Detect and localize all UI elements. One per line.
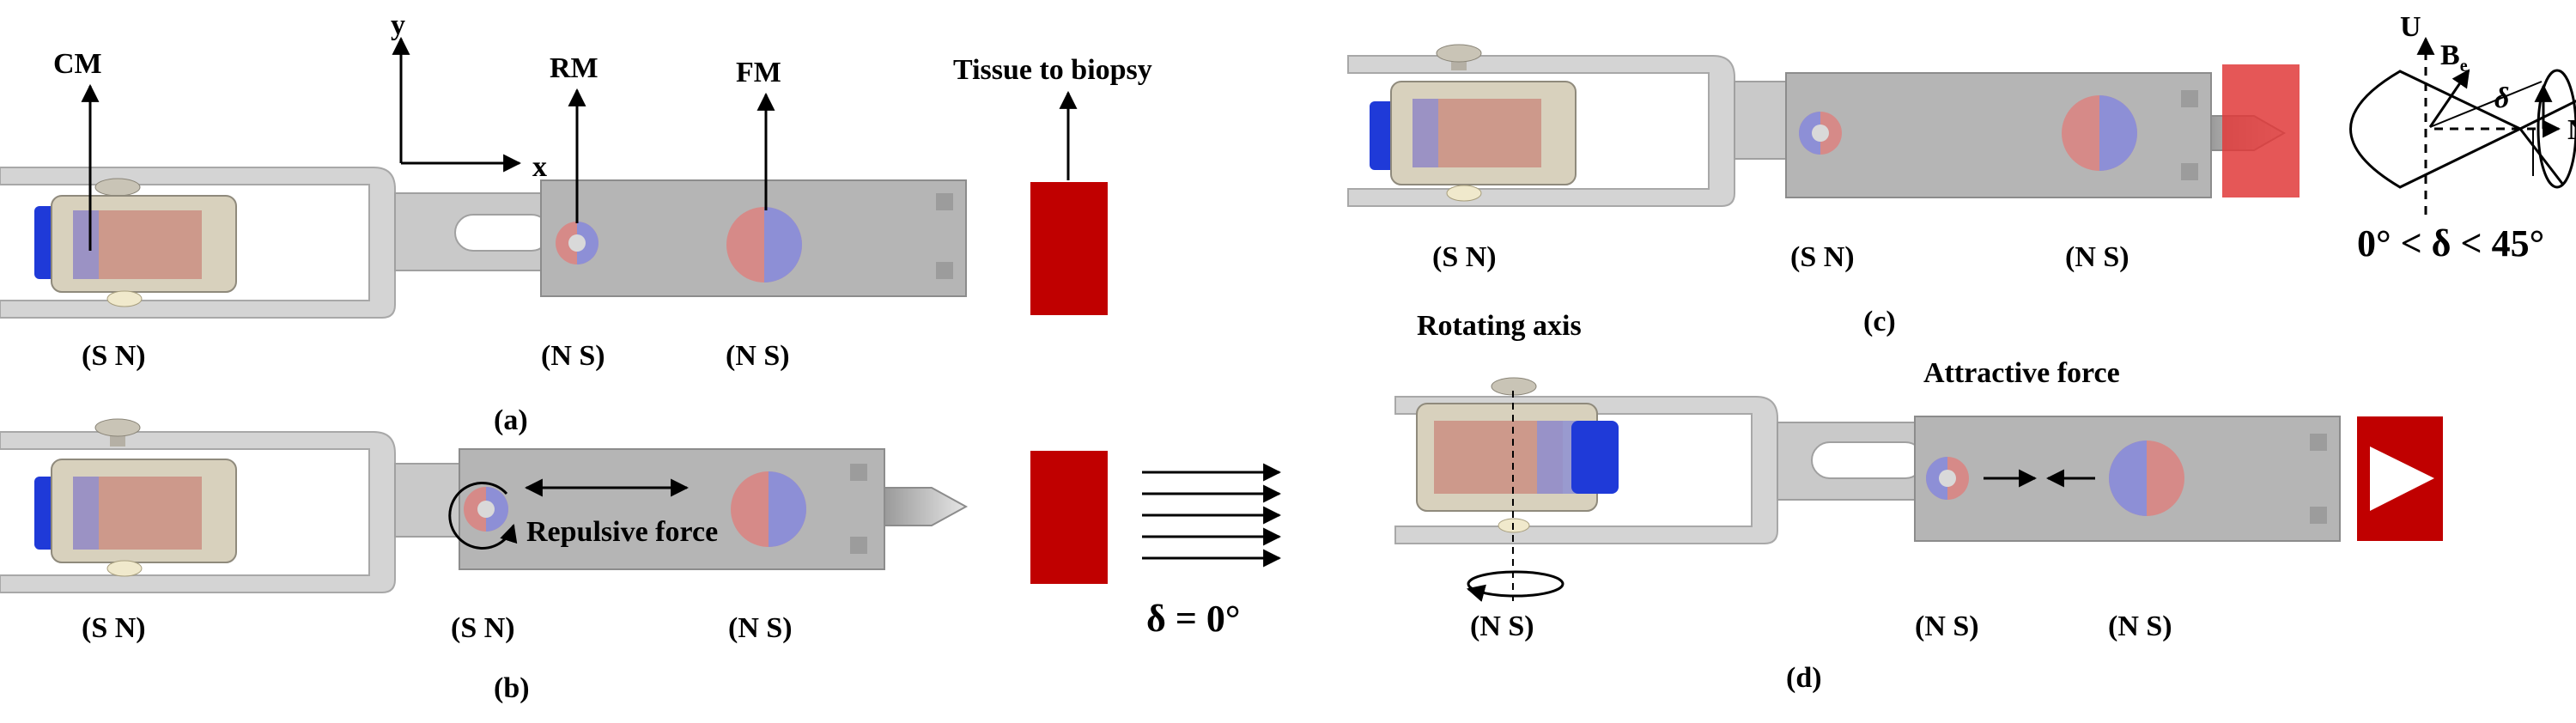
device-body <box>1785 72 2212 198</box>
tissue-block <box>1030 182 1108 315</box>
cm-pole-label: (S N) <box>82 340 146 372</box>
repulsive-force-label: Repulsive force <box>526 516 718 548</box>
panel-c-caption: (c) <box>1863 306 1896 337</box>
fixed-magnet <box>731 471 806 547</box>
rotating-magnet <box>1799 112 1842 155</box>
y-axis-label: y <box>391 9 405 41</box>
rm-pole-label: (N S) <box>541 340 605 372</box>
delta-zero-label: δ = 0° <box>1146 598 1241 640</box>
panel-a: y x CM RM FM Tissue to biopsy (S N) (N S… <box>0 9 1152 436</box>
field-lines <box>1142 463 1282 568</box>
cm-pole-label: (S N) <box>82 612 146 644</box>
rm-pole-label: (S N) <box>451 612 515 644</box>
rm-pole-label: (N S) <box>1915 611 1979 642</box>
panel-d: Attractive force Rotating axis (N S) (N … <box>1394 310 2443 694</box>
tissue-block <box>1030 451 1108 584</box>
field-cone-diagram <box>2349 36 2576 215</box>
rotation-arrow-icon <box>448 481 518 550</box>
slot <box>454 214 550 252</box>
fm-label: FM <box>736 57 781 88</box>
tool-frame <box>0 167 396 319</box>
angle-range-label: 0° < δ < 45° <box>2357 222 2544 264</box>
panel-c: U N Be δ 0° < δ < 45° (S N) (S N) (N S) … <box>1347 11 2576 337</box>
slot <box>1811 441 1924 479</box>
rm-pole-label: (S N) <box>1790 241 1855 273</box>
control-magnet <box>1370 44 1577 202</box>
rm-label: RM <box>550 52 598 84</box>
tool-frame <box>1347 55 1735 207</box>
rotating-magnet <box>448 481 518 550</box>
cm-pole-label: (S N) <box>1432 241 1497 273</box>
panel-b-caption: (b) <box>494 672 530 704</box>
attractive-force-label: Attractive force <box>1923 357 2120 389</box>
angle-label: δ <box>2494 82 2509 114</box>
fm-pole-label: (N S) <box>2065 241 2129 273</box>
fm-pole-label: (N S) <box>728 612 793 644</box>
rotation-arrow-icon <box>1467 570 1564 598</box>
fixed-magnet <box>726 207 802 283</box>
tool-frame <box>0 431 396 593</box>
cm-pole-label: (N S) <box>1470 611 1534 642</box>
cm-label: CM <box>53 48 102 80</box>
panel-b: Repulsive force δ = 0° (S N) (S N) (N S)… <box>0 418 1282 704</box>
panel-a-caption: (a) <box>494 404 528 436</box>
device-body <box>459 448 885 570</box>
control-magnet <box>34 178 237 307</box>
rotating-magnet <box>1926 457 1969 500</box>
fixed-magnet <box>2062 95 2137 171</box>
panel-d-caption: (d) <box>1786 662 1822 694</box>
u-axis-label: U <box>2400 11 2421 43</box>
control-magnet <box>34 418 237 577</box>
field-vector <box>2428 69 2470 128</box>
fm-pole-label: (N S) <box>726 340 790 372</box>
tool-frame <box>394 463 469 538</box>
rotating-magnet <box>556 222 598 264</box>
rotating-axis-label: Rotating axis <box>1417 310 1582 342</box>
fixed-magnet <box>2109 440 2184 516</box>
biopsy-needle-tip <box>884 487 969 526</box>
field-label: Be <box>2440 39 2468 76</box>
tissue-label: Tissue to biopsy <box>953 54 1152 86</box>
fm-pole-label: (N S) <box>2108 611 2172 642</box>
tissue-block <box>2357 416 2443 541</box>
x-axis-label: x <box>532 151 547 183</box>
tissue-block <box>2222 64 2300 197</box>
control-magnet <box>1416 377 1619 533</box>
n-axis-label: N <box>2567 114 2576 146</box>
